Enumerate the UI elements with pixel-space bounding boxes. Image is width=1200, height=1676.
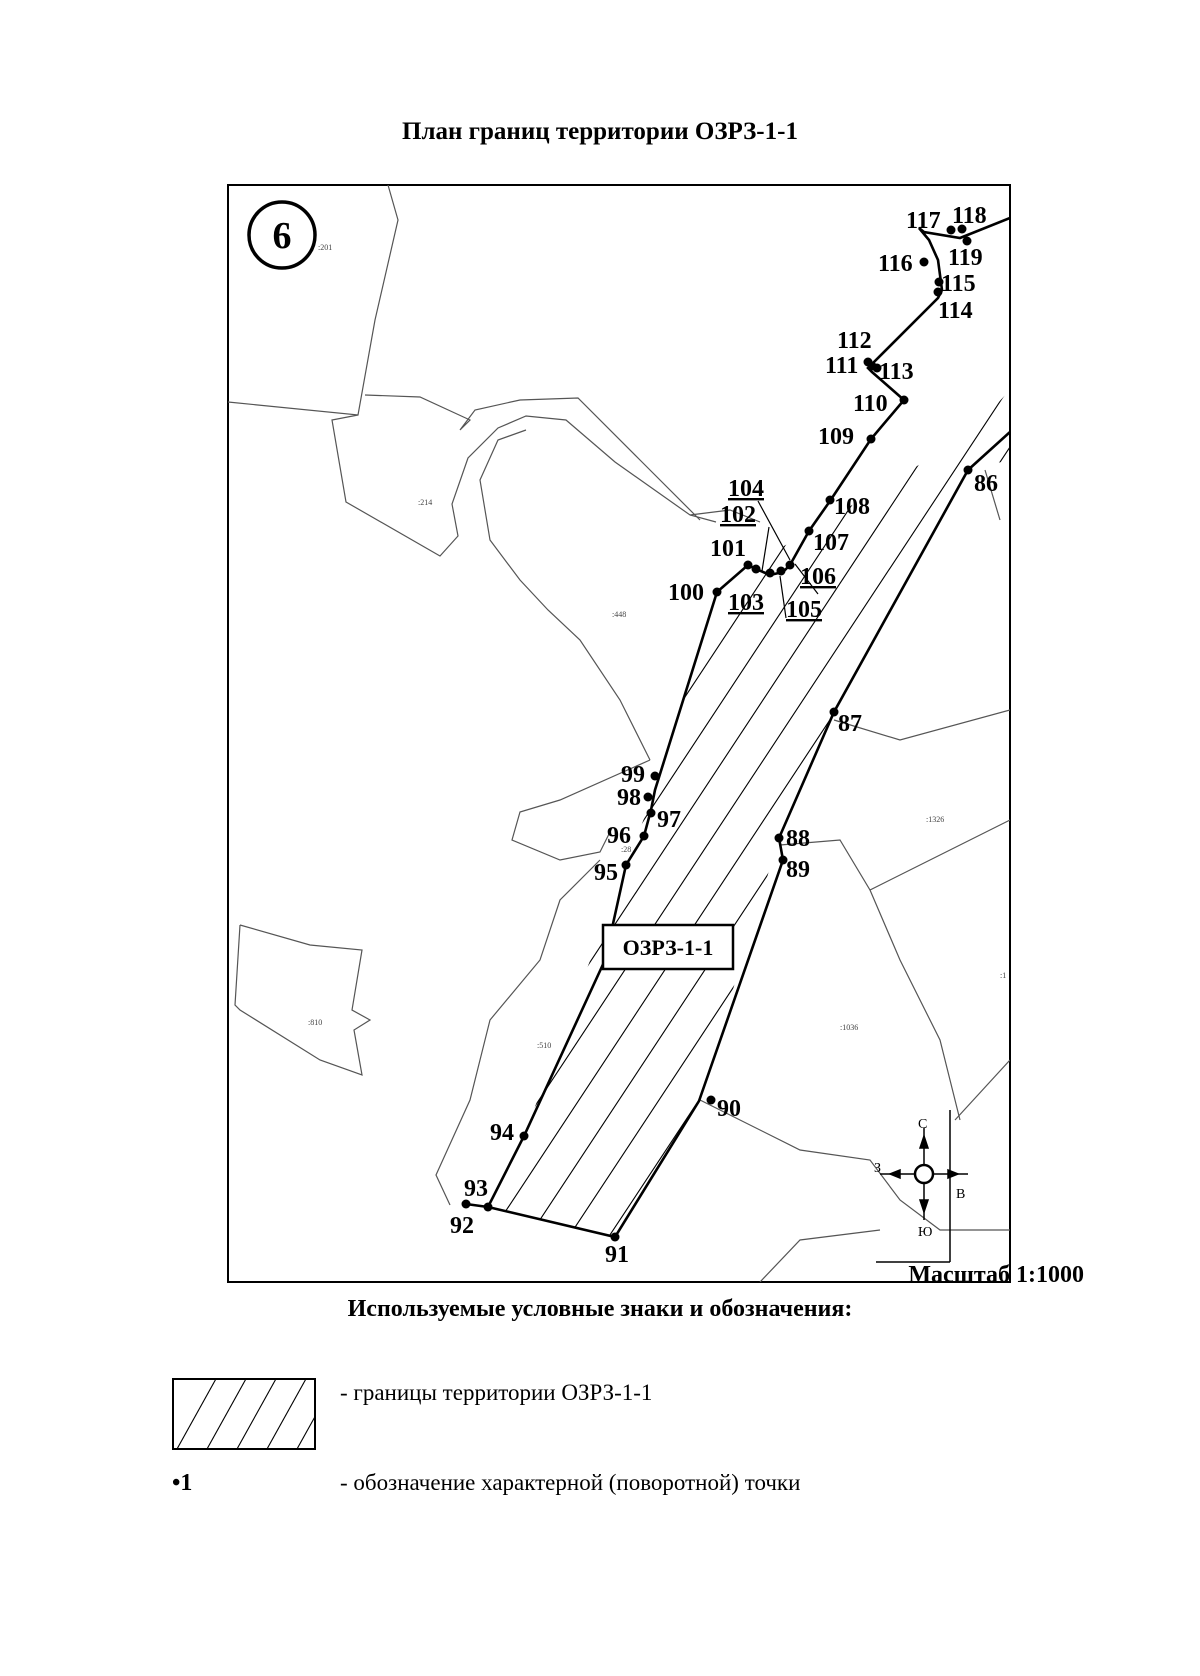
point-label: 104	[728, 476, 764, 502]
point-label: 107	[813, 530, 849, 556]
point-label: 98	[617, 785, 641, 811]
point-label: 97	[657, 807, 681, 833]
parcel-labels: :201 :214 :448 :1326 :28 :510 :1036 :810…	[308, 243, 1006, 1050]
point-label: 103	[728, 590, 764, 616]
point-label: 114	[938, 298, 973, 324]
compass-east: В	[956, 1187, 965, 1202]
parcel-label: :810	[308, 1018, 322, 1027]
map-frame-border	[227, 184, 1011, 1283]
parcel-label: :28	[621, 845, 631, 854]
parcel-label: :510	[537, 1041, 551, 1050]
point-label: 94	[490, 1120, 514, 1146]
sheet-number-circle	[247, 200, 317, 270]
point-label: 119	[948, 245, 983, 271]
compass-south: Ю	[918, 1225, 932, 1240]
point-label: 109	[818, 424, 854, 450]
point-label: 86	[974, 471, 998, 497]
parcel-label: :1036	[840, 1023, 858, 1032]
point-label: 115	[941, 271, 976, 297]
point-label: 108	[834, 494, 870, 520]
compass-labels: С Ю З В	[874, 1117, 965, 1240]
point-label: 95	[594, 860, 618, 886]
point-label: 112	[837, 328, 872, 354]
parcel-label: :201	[318, 243, 332, 252]
point-label: 100	[668, 580, 704, 606]
legend-heading: Используемые условные знаки и обозначени…	[347, 1296, 853, 1322]
compass-west: З	[874, 1161, 881, 1176]
map-scale: Масштаб 1:1000	[908, 1262, 1084, 1288]
compass-icon	[876, 1110, 968, 1263]
point-label: 93	[464, 1176, 488, 1202]
point-label: 106	[800, 564, 836, 590]
point-label: 91	[605, 1242, 629, 1268]
point-label: 105	[786, 597, 822, 623]
point-label: 118	[952, 203, 987, 229]
hatch-swatch-icon	[172, 1378, 316, 1450]
point-label: 87	[838, 711, 862, 737]
point-label: 89	[786, 857, 810, 883]
point-label: 117	[906, 208, 941, 234]
point-labels: 86 87 88 89 90 91 92 93 94 95 96 97 98 9…	[450, 203, 998, 1268]
parcel-label: :1	[1000, 971, 1006, 980]
zone-label: ОЗРЗ-1-1	[623, 935, 714, 960]
point-symbol: •1	[172, 1470, 193, 1496]
parcel-label: :1326	[926, 815, 944, 824]
zone-boundary	[465, 216, 1010, 1239]
point-label: 92	[450, 1213, 474, 1239]
legend-hatch-text: - границы территории ОЗРЗ-1-1	[340, 1380, 653, 1405]
point-label: 110	[853, 391, 888, 417]
parcel-label: :214	[418, 498, 432, 507]
point-label: 113	[879, 359, 914, 385]
parcel-label: :448	[612, 610, 626, 619]
label-leaders	[757, 500, 819, 619]
point-label: 96	[607, 823, 631, 849]
zone-label-box	[601, 923, 735, 971]
point-label: 101	[710, 536, 746, 562]
point-label: 111	[825, 353, 858, 379]
point-label: 116	[878, 251, 913, 277]
sheet-number: 6	[273, 215, 292, 257]
point-label: 102	[720, 502, 756, 528]
point-label: 88	[786, 826, 810, 852]
boundary-points	[461, 224, 973, 1242]
parcel-lines	[228, 185, 1010, 1282]
point-label: 99	[621, 762, 645, 788]
legend-point-text: - обозначение характерной (поворотной) т…	[340, 1470, 801, 1495]
page-title: План границ территории ОЗРЗ-1-1	[402, 118, 798, 145]
compass-north: С	[918, 1117, 927, 1132]
point-label: 90	[717, 1096, 741, 1122]
